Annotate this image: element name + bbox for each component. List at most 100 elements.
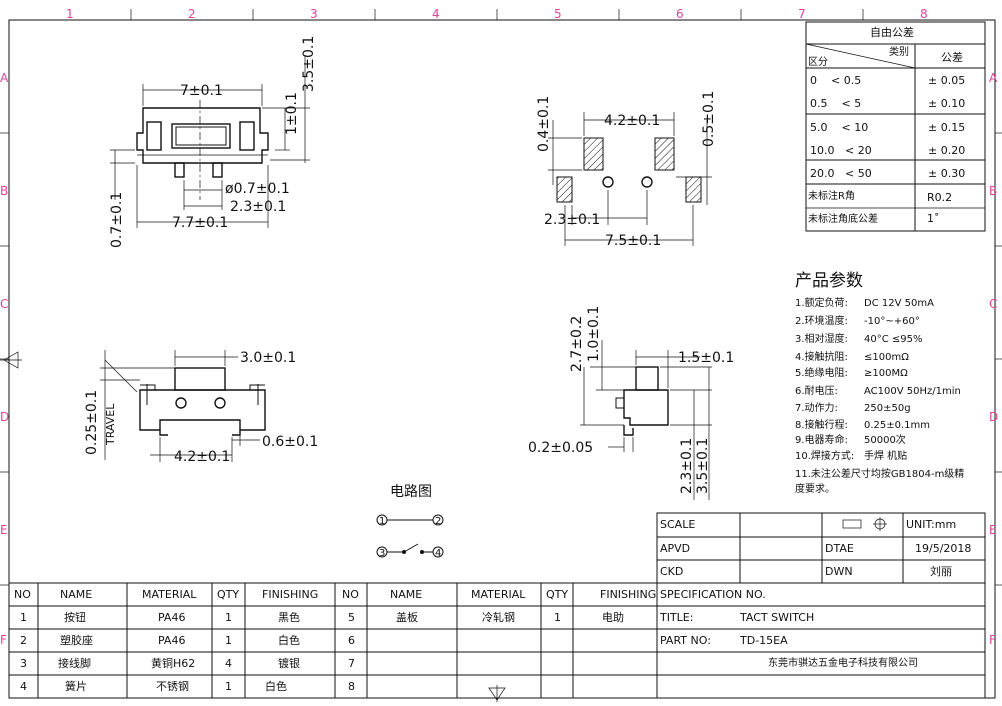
bom-r4-no: 4 — [20, 680, 27, 693]
profile-view-drawing: 2.7±0.2 1.0±0.1 1.5±0.1 0.2±0.05 2.3±0.1… — [528, 306, 734, 500]
param-10-value: 手焊 机贴 — [864, 449, 907, 462]
grid-col-3: 3 — [310, 7, 318, 21]
grid-row-a: A — [0, 71, 9, 85]
grid-row-e: E — [0, 523, 8, 537]
bom-header-name: NAME — [60, 588, 92, 601]
center-mark-bottom-icon — [488, 685, 506, 702]
pcb-layout-drawing: 4.2±0.1 0.4±0.1 0.5±0.1 2.3±0.1 7.5±0.1 — [536, 91, 717, 249]
bom-r4-qty: 1 — [225, 680, 232, 693]
spec-label: SPECIFICATION NO. — [660, 588, 766, 601]
dim-height-0-7: 0.7±0.1 — [109, 192, 125, 248]
dim-thickness-0-2: 0.2±0.05 — [528, 440, 593, 456]
bom-r3-qty: 4 — [225, 657, 232, 670]
dim-pad-height-0-4: 0.4±0.1 — [536, 96, 552, 152]
tolerance-range-2: 0.5 < 5 — [810, 97, 861, 110]
apvd-label: APVD — [660, 542, 690, 555]
title-block: SCALE UNIT:mm APVD DTAE 19/5/2018 CKD DW… — [656, 512, 986, 699]
grid-row-d: D — [0, 410, 9, 424]
param-2-key: 2.环境温度: — [795, 314, 848, 327]
param-1-key: 1.额定负荷: — [795, 296, 848, 309]
param-3-key: 3.相对湿度: — [795, 332, 848, 345]
bom-header-no-2: NO — [342, 588, 359, 601]
param-4-key: 4.接触抗阻: — [795, 350, 848, 363]
param-2-value: -10°~+60° — [864, 316, 920, 327]
part-label: PART NO: — [660, 634, 711, 647]
grid-col-8: 8 — [920, 7, 928, 21]
grid-row-c: C — [0, 297, 8, 311]
dim-actuator-width: 3.0±0.1 — [240, 350, 296, 366]
bom-r2-name: 塑胶座 — [60, 633, 93, 647]
grid-row-labels: A B C D E F A B C D E F — [0, 71, 998, 647]
title-label: TITLE: — [659, 611, 693, 624]
dim-hole-offset: 2.3±0.1 — [544, 212, 600, 228]
bom-header-finishing-2: FINISHING — [600, 588, 656, 601]
circuit-title: 电路图 — [390, 484, 432, 500]
bom-r1-qty: 1 — [225, 611, 232, 624]
date-value: 19/5/2018 — [915, 542, 971, 555]
bom-r3-name: 接线脚 — [58, 656, 91, 670]
tolerance-value-1: ± 0.05 — [928, 74, 965, 87]
tolerance-range-3: 5.0 < 10 — [810, 121, 868, 134]
tolerance-range-1: 0 < 0.5 — [810, 74, 861, 87]
dwn-label: DWN — [825, 565, 853, 578]
grid-row-f-right: F — [989, 633, 996, 647]
param-9-key: 9.电器寿命: — [795, 433, 848, 446]
bom-r1-qty-2: 1 — [554, 611, 561, 624]
dim-pin-diameter: ø0.7±0.1 — [225, 181, 290, 197]
bom-header-material-2: MATERIAL — [471, 588, 526, 601]
param-8-key: 8.接触行程: — [795, 418, 848, 431]
bom-r2-finishing: 白色 — [278, 633, 300, 647]
bom-header-qty-2: QTY — [546, 588, 568, 601]
params-title: 产品参数 — [795, 271, 863, 291]
bom-r1-material-2: 冷轧钢 — [482, 610, 515, 624]
part-value: TD-15EA — [739, 634, 788, 647]
param-10-key: 10.焊接方式: — [795, 449, 854, 462]
dim-height-1-0: 1.0±0.1 — [586, 306, 602, 362]
top-view-drawing: 7±0.1 3.5±0.1 1±0.1 ø0.7±0.1 2.3±0.1 7.7… — [109, 36, 317, 248]
param-4-value: ≤100mΩ — [864, 352, 909, 363]
param-7-value: 250±50g — [864, 403, 911, 414]
bom-r4-no-2: 8 — [348, 680, 355, 693]
bom-header-no: NO — [14, 588, 31, 601]
bom-r4-material: 不锈钢 — [156, 680, 189, 693]
param-note-line-1: 11.未注公差尺寸均按GB1804-m级精 — [795, 467, 964, 480]
bom-header-name-2: NAME — [390, 588, 422, 601]
bom-r2-no: 2 — [20, 634, 27, 647]
scale-label: SCALE — [660, 518, 695, 531]
bom-r1-name-2: 盖板 — [396, 610, 418, 624]
dwn-name: 刘丽 — [930, 565, 952, 578]
tolerance-header-range: 区分 — [808, 56, 828, 68]
tolerance-header-tol: 公差 — [941, 50, 963, 64]
param-5-key: 5.绝缘电阻: — [795, 366, 848, 379]
unit-label: UNIT:mm — [906, 518, 956, 531]
bom-r3-material: 黄铜H62 — [151, 656, 195, 670]
bom-r1-no: 1 — [20, 611, 27, 624]
param-8-value: 0.25±0.1mm — [864, 420, 930, 431]
dim-pin-spacing: 2.3±0.1 — [230, 199, 286, 215]
dim-pad-span: 7.5±0.1 — [605, 233, 661, 249]
grid-col-7: 7 — [798, 7, 806, 21]
bom-header-qty: QTY — [217, 588, 239, 601]
param-7-key: 7.动作力: — [795, 401, 838, 414]
center-mark-left-icon — [0, 351, 22, 369]
param-6-value: AC100V 50Hz/1min — [864, 386, 961, 397]
bom-r1-name: 按钮 — [64, 610, 86, 624]
grid-row-b: B — [0, 184, 8, 198]
tolerance-value-2: ± 0.10 — [928, 97, 965, 110]
bom-r2-no-2: 6 — [348, 634, 355, 647]
product-params: 产品参数 1.额定负荷: DC 12V 50mA 2.环境温度: -10°~+6… — [795, 271, 964, 495]
tolerance-table: 自由公差 类别 区分 公差 0 < 0.5 ± 0.05 0.5 < 5 ± 0… — [805, 21, 986, 232]
dim-lead-width: 0.6±0.1 — [262, 434, 318, 450]
label-travel: TRAVEL — [104, 403, 117, 446]
bom-r3-finishing: 镀银 — [278, 656, 300, 670]
circuit-node-2: 2 — [435, 516, 441, 527]
tolerance-title: 自由公差 — [870, 25, 914, 39]
circuit-diagram: 电路图 1 2 3 4 — [376, 484, 444, 559]
bom-r2-qty: 1 — [225, 634, 232, 647]
param-1-value: DC 12V 50mA — [864, 298, 934, 309]
dim-height-2-7: 2.7±0.2 — [569, 316, 585, 372]
tolerance-value-3: ± 0.15 — [928, 121, 965, 134]
param-3-value: 40°C ≤95% — [864, 334, 923, 345]
tolerance-value-5: ± 0.30 — [928, 167, 965, 180]
tolerance-range-5: 20.0 < 50 — [810, 167, 872, 180]
